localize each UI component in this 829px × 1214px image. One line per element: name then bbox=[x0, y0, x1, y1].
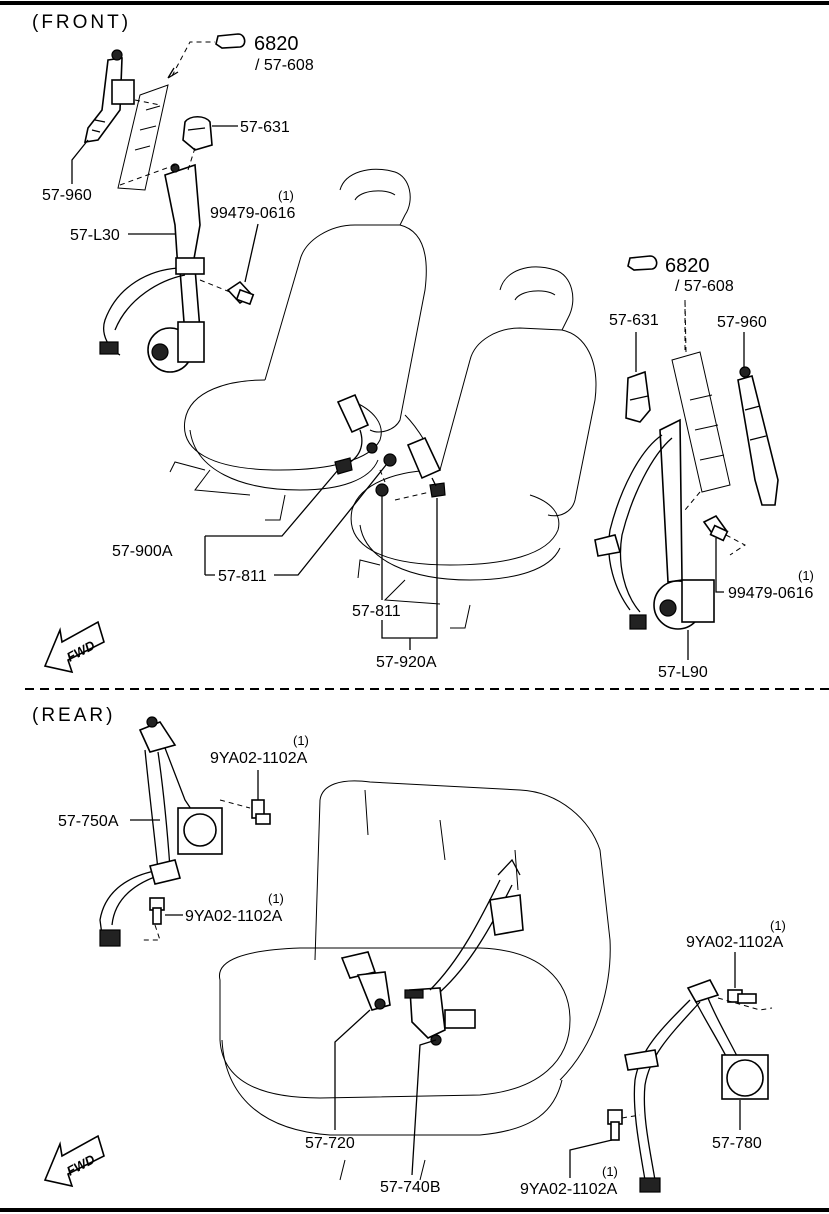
leader-bolt-bottom-right bbox=[569, 1139, 613, 1178]
bolt-9YA02-1102A-bottom-right bbox=[607, 1109, 623, 1141]
label-57-811-a: 57-811 bbox=[218, 568, 267, 585]
bolt-57-811-a bbox=[383, 453, 397, 467]
bolt-mid-left-qty: (1) bbox=[268, 891, 284, 906]
label-57-780: 57-780 bbox=[712, 1135, 762, 1152]
bolt-bottom-right-part: 9YA02-1102A bbox=[520, 1181, 618, 1198]
leader-dash-rear-left bbox=[140, 799, 251, 941]
bolt-57-811-b bbox=[375, 483, 389, 497]
bolt-right-qty: (1) bbox=[798, 568, 814, 583]
bracket-57-920A bbox=[381, 498, 438, 650]
section-title-rear: (REAR) bbox=[32, 705, 115, 726]
bolt-left-part: 99479-0616 bbox=[210, 205, 296, 222]
belt-assembly-57-L30 bbox=[99, 163, 205, 373]
leader-bolt-left bbox=[244, 223, 259, 283]
leader-57-740B bbox=[411, 1039, 437, 1176]
b-pillar-trim-left bbox=[117, 84, 169, 191]
leader-bolt-right bbox=[715, 538, 724, 593]
bolt-right-part: 99479-0616 bbox=[728, 585, 814, 602]
leader-57-720 bbox=[334, 1009, 371, 1130]
buckle-57-920A bbox=[406, 436, 446, 498]
reference-6820-right: 6820 / 57-608 bbox=[627, 255, 734, 352]
bolt-mid-left-part: 9YA02-1102A bbox=[185, 908, 283, 925]
height-adjuster-57-960-right bbox=[737, 366, 779, 506]
bolt-bottom-right-qty: (1) bbox=[602, 1164, 618, 1179]
rear-seat bbox=[218, 780, 611, 1181]
bracket-57-900A bbox=[204, 469, 339, 576]
belt-assembly-57-L90 bbox=[594, 418, 715, 630]
label-57-720: 57-720 bbox=[305, 1135, 355, 1152]
section-title-front: (FRONT) bbox=[32, 12, 131, 33]
leader-57-960-left bbox=[71, 139, 89, 184]
label-57-L90: 57-L90 bbox=[658, 664, 708, 681]
ref-6820-right-sub: / 57-608 bbox=[675, 278, 734, 295]
ref-6820-right-main: 6820 bbox=[665, 255, 710, 277]
guide-57-631-left bbox=[182, 115, 213, 151]
label-57-811-b: 57-811 bbox=[352, 603, 401, 620]
bolt-top-right-qty: (1) bbox=[770, 918, 786, 933]
fwd-arrow-front: FWD bbox=[43, 620, 105, 674]
bolt-9YA02-1102A-top-left bbox=[251, 799, 271, 825]
bolt-99479-0616-left bbox=[226, 280, 255, 306]
guide-57-631-right bbox=[625, 370, 651, 423]
leader-dash-left-trim bbox=[119, 99, 196, 186]
buckle-57-900A bbox=[334, 393, 378, 475]
bolt-left-qty: (1) bbox=[278, 188, 294, 203]
bolt-99479-0616-right bbox=[702, 514, 729, 542]
belt-assembly-57-750A bbox=[99, 716, 223, 947]
label-57-920A: 57-920A bbox=[376, 654, 437, 671]
b-pillar-trim-right bbox=[671, 351, 731, 493]
label-57-631-left: 57-631 bbox=[240, 119, 290, 136]
label-57-900A: 57-900A bbox=[112, 543, 173, 560]
buckle-57-740B bbox=[404, 858, 524, 1046]
label-57-740B: 57-740B bbox=[380, 1179, 441, 1196]
bolt-top-right-part: 9YA02-1102A bbox=[686, 934, 784, 951]
leader-dash-left-bolt bbox=[199, 279, 231, 293]
belt-assembly-57-780 bbox=[624, 979, 769, 1193]
height-adjuster-57-960-left bbox=[83, 49, 135, 143]
label-57-750A: 57-750A bbox=[58, 813, 119, 830]
bolt-top-left-part: 9YA02-1102A bbox=[210, 750, 308, 767]
front-seat-left bbox=[169, 168, 427, 521]
fwd-arrow-rear: FWD bbox=[43, 1134, 105, 1188]
ref-6820-left-sub: / 57-608 bbox=[255, 57, 314, 74]
label-57-L30: 57-L30 bbox=[70, 227, 120, 244]
label-57-960-right: 57-960 bbox=[717, 314, 767, 331]
leader-dash-rear-right bbox=[621, 997, 773, 1119]
ref-6820-left-main: 6820 bbox=[254, 33, 299, 55]
leader-dash-right bbox=[684, 299, 746, 556]
bolt-9YA02-1102A-top-right bbox=[727, 989, 757, 1004]
leader-57-811-a bbox=[274, 464, 387, 576]
bolt-top-left-qty: (1) bbox=[293, 733, 309, 748]
front-seat-right bbox=[350, 266, 597, 629]
label-57-631-right: 57-631 bbox=[609, 312, 659, 329]
reference-6820-left: 6820 / 57-608 bbox=[167, 33, 314, 79]
bolt-9YA02-1102A-mid-left bbox=[149, 897, 165, 925]
buckle-57-720 bbox=[340, 951, 391, 1011]
label-57-960-left: 57-960 bbox=[42, 187, 92, 204]
